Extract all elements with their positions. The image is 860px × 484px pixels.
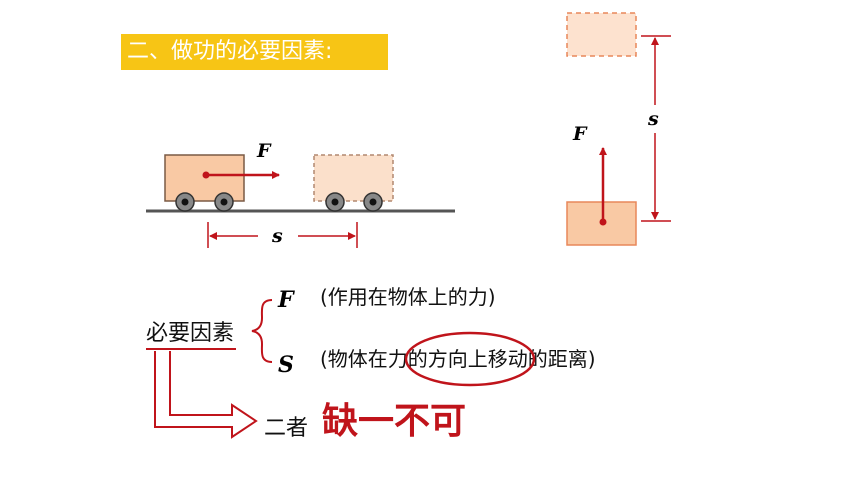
- brace-icon: [251, 299, 273, 363]
- force-label-horizontal: F: [256, 140, 272, 162]
- factor-symbol-force: F: [277, 287, 295, 313]
- wheel-icon: [214, 192, 234, 212]
- block-end-dashed: [566, 12, 637, 57]
- highlight-ellipse: [404, 331, 536, 387]
- conclusion-prefix: 二者: [264, 416, 308, 441]
- distance-label-vertical: s: [647, 108, 659, 130]
- distance-indicator-horizontal: [207, 222, 358, 248]
- factor-text-distance: (物体在力的方向上移动的距离): [320, 347, 596, 371]
- conclusion-arrow-icon: [154, 351, 258, 439]
- wheel-icon: [175, 192, 195, 212]
- page-title: 二、做功的必要因素:: [121, 34, 388, 70]
- factors-heading: 必要因素: [146, 321, 234, 346]
- factor-symbol-distance: S: [278, 352, 294, 378]
- conclusion-emphasis: 缺一不可: [322, 401, 466, 442]
- cart-start: [164, 154, 280, 212]
- force-label-vertical: F: [572, 123, 588, 145]
- distance-indicator-vertical: [641, 35, 671, 222]
- distance-label-horizontal: s: [271, 225, 283, 247]
- wheel-icon: [325, 192, 345, 212]
- cart-end: [313, 154, 394, 212]
- factor-text-force: (作用在物体上的力): [320, 285, 496, 309]
- wheel-icon: [363, 192, 383, 212]
